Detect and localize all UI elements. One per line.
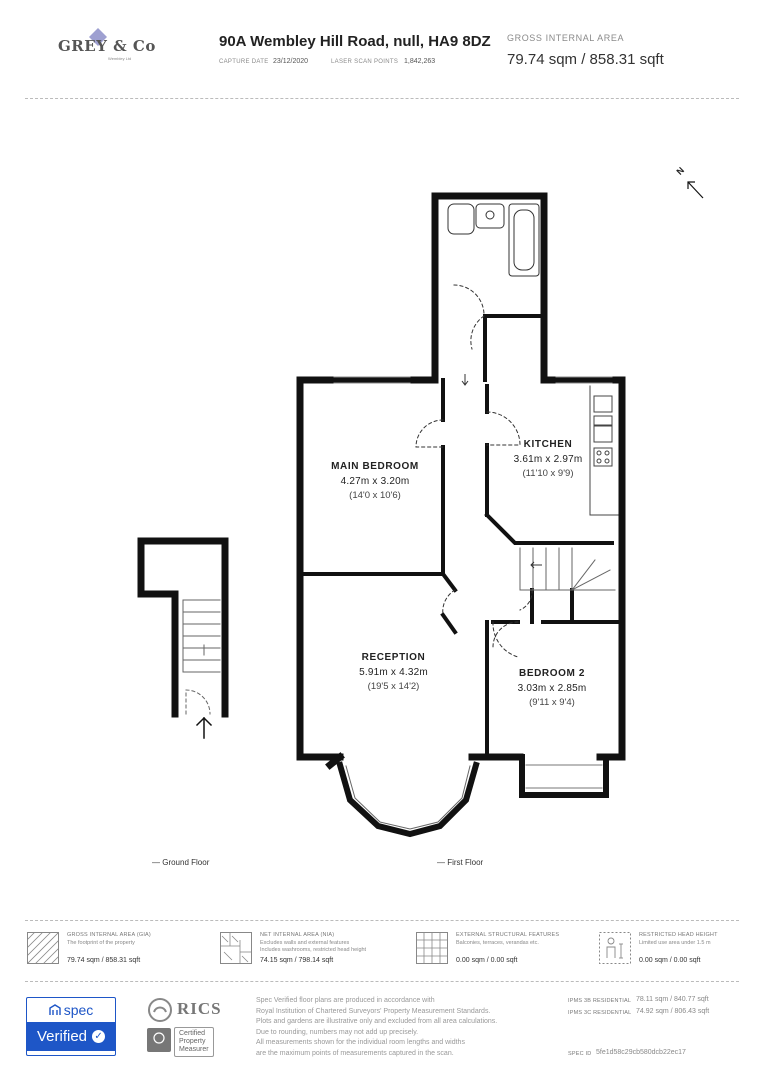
- note-line: Plots and gardens are illustrative only …: [256, 1018, 498, 1025]
- legend-restricted-value: 0.00 sqm / 0.00 sqft: [639, 957, 701, 964]
- first-floor-walls: [296, 192, 626, 770]
- logo-diamond-icon: [89, 28, 107, 46]
- room-imperial: (9'11 x 9'4): [529, 697, 575, 708]
- ipms-3c-label: IPMS 3C RESIDENTIAL: [568, 1010, 632, 1016]
- legend-external-title: EXTERNAL STRUCTURAL FEATURES: [456, 932, 560, 938]
- room-bedroom-2: BEDROOM 2 3.03m x 2.85m (9'11 x 9'4): [500, 668, 604, 708]
- legend-gia-value: 79.74 sqm / 858.31 sqft: [67, 957, 141, 964]
- legend-restricted-desc: Limited use area under 1.5 m: [639, 940, 711, 946]
- room-imperial: (14'0 x 10'6): [349, 490, 401, 501]
- legend-restricted-title: RESTRICTED HEAD HEIGHT: [639, 932, 718, 938]
- first-floor-stairs: [519, 547, 616, 591]
- rics-box-line-2: Property: [179, 1038, 206, 1045]
- north-compass-icon: [687, 181, 704, 199]
- room-name: KITCHEN: [523, 439, 573, 450]
- note-line: are the maximum points of measurements c…: [256, 1049, 454, 1057]
- room-main-bedroom: MAIN BEDROOM 4.27m x 3.20m (14'0 x 10'6): [314, 461, 436, 501]
- legend-nia-desc-1: Excludes walls and external features: [260, 940, 350, 946]
- note-line: Due to rounding, numbers may not add up …: [256, 1028, 419, 1036]
- rics-logo: RICS Certified Property Measurer: [147, 997, 227, 1057]
- verified-strip: Verified ✓: [27, 1022, 115, 1051]
- room-metric: 5.91m x 4.32m: [359, 667, 428, 678]
- ground-floor-label: — Ground Floor: [152, 858, 210, 867]
- door-swings: [415, 284, 533, 658]
- spec-id-label: SPEC ID: [568, 1051, 592, 1057]
- note-line: Royal Institution of Chartered Surveyors…: [256, 1007, 491, 1015]
- ipms-3c-value: 74.92 sqm / 806.43 sqft: [636, 1008, 710, 1015]
- room-name: RECEPTION: [361, 652, 426, 663]
- spec-verified-badge: spec Verified ✓: [26, 997, 116, 1056]
- room-metric: 4.27m x 3.20m: [340, 476, 410, 487]
- note-line: All measurements shown for the individua…: [256, 1039, 465, 1046]
- rics-crest-icon: [148, 998, 172, 1022]
- legend-nia-desc-2: Includes washrooms, restricted head heig…: [260, 947, 367, 953]
- ipms-3b-value: 78.11 sqm / 840.77 sqft: [636, 996, 709, 1003]
- room-metric: 3.61m x 2.97m: [513, 454, 583, 465]
- first-floor-label: — First Floor: [437, 858, 484, 867]
- gia-value: 79.74 sqm / 858.31 sqft: [507, 51, 664, 68]
- verified-label: Verified: [36, 1028, 88, 1045]
- room-name: BEDROOM 2: [519, 668, 585, 679]
- stair-arrow-icons: [461, 374, 542, 569]
- property-address: 90A Wembley Hill Road, null, HA9 8DZ: [219, 33, 491, 50]
- disclaimer-notes: Spec Verified floor plans are produced i…: [256, 996, 556, 1059]
- legend-gia-title: GROSS INTERNAL AREA (GIA): [67, 932, 151, 938]
- bathroom-fixtures: [447, 203, 540, 277]
- ground-floor-stairs: [182, 599, 221, 715]
- legend-external-desc: Balconies, terraces, verandas etc.: [456, 940, 539, 946]
- legend-nia-title: NET INTERNAL AREA (NIA): [260, 932, 335, 938]
- ipms-3b-label: IPMS 3B RESIDENTIAL: [568, 998, 632, 1004]
- kitchen-fittings: [589, 385, 619, 516]
- floor-plan: [137, 181, 704, 838]
- room-kitchen: KITCHEN 3.61m x 2.97m (11'10 x 9'9): [496, 439, 600, 479]
- spec-mark-icon: [49, 1004, 61, 1015]
- check-icon: ✓: [92, 1030, 106, 1043]
- spec-label: spec: [63, 1002, 94, 1018]
- room-metric: 3.03m x 2.85m: [517, 683, 587, 694]
- legend-external-value: 0.00 sqm / 0.00 sqft: [456, 957, 518, 964]
- hatch-icon: [27, 932, 59, 964]
- spec-id-value: 5fe1d58c29cb580dcb22ec17: [596, 1049, 686, 1056]
- certified-property-measurer: Certified Property Measurer: [174, 1027, 214, 1057]
- capture-date-label: CAPTURE DATE: [219, 59, 269, 65]
- person-height-icon: [599, 932, 631, 964]
- logo-brand: GREY & Co: [58, 37, 156, 55]
- legend-divider-bottom: [25, 981, 739, 982]
- gia-label: GROSS INTERNAL AREA: [507, 33, 625, 43]
- nia-plan-icon: [220, 932, 252, 964]
- room-name: MAIN BEDROOM: [331, 461, 419, 472]
- legend-divider-top: [25, 920, 739, 921]
- legend-nia-value: 74.15 sqm / 798.14 sqft: [260, 957, 334, 964]
- header-divider: [25, 98, 739, 99]
- entrance-arrow-icon: [195, 716, 213, 739]
- interior-walls: [298, 314, 624, 759]
- rics-box-line-3: Measurer: [179, 1046, 209, 1053]
- grid-icon: [416, 932, 448, 964]
- room-reception: RECEPTION 5.91m x 4.32m (19'5 x 14'2): [336, 652, 451, 692]
- company-logo: GREY & Co Wembley Ltd: [56, 28, 155, 64]
- bay-window: [336, 761, 480, 838]
- room-imperial: (19'5 x 14'2): [367, 681, 420, 692]
- scan-points-label: LASER SCAN POINTS: [331, 59, 399, 65]
- logo-sub: Wembley Ltd: [108, 56, 132, 61]
- note-line: Spec Verified floor plans are produced i…: [256, 997, 435, 1004]
- capture-date: 23/12/2020: [273, 58, 309, 65]
- scan-points: 1,842,263: [404, 58, 436, 65]
- rics-small-icon: [147, 1028, 171, 1052]
- rics-box-line-1: Certified: [179, 1030, 206, 1037]
- spec-logo: spec: [27, 998, 115, 1022]
- windows: [333, 376, 613, 384]
- legend-gia-desc: The footprint of the property: [67, 940, 135, 946]
- rics-label: RICS: [177, 999, 222, 1018]
- ground-floor-outline: [137, 537, 229, 718]
- room-imperial: (11'10 x 9'9): [522, 468, 574, 479]
